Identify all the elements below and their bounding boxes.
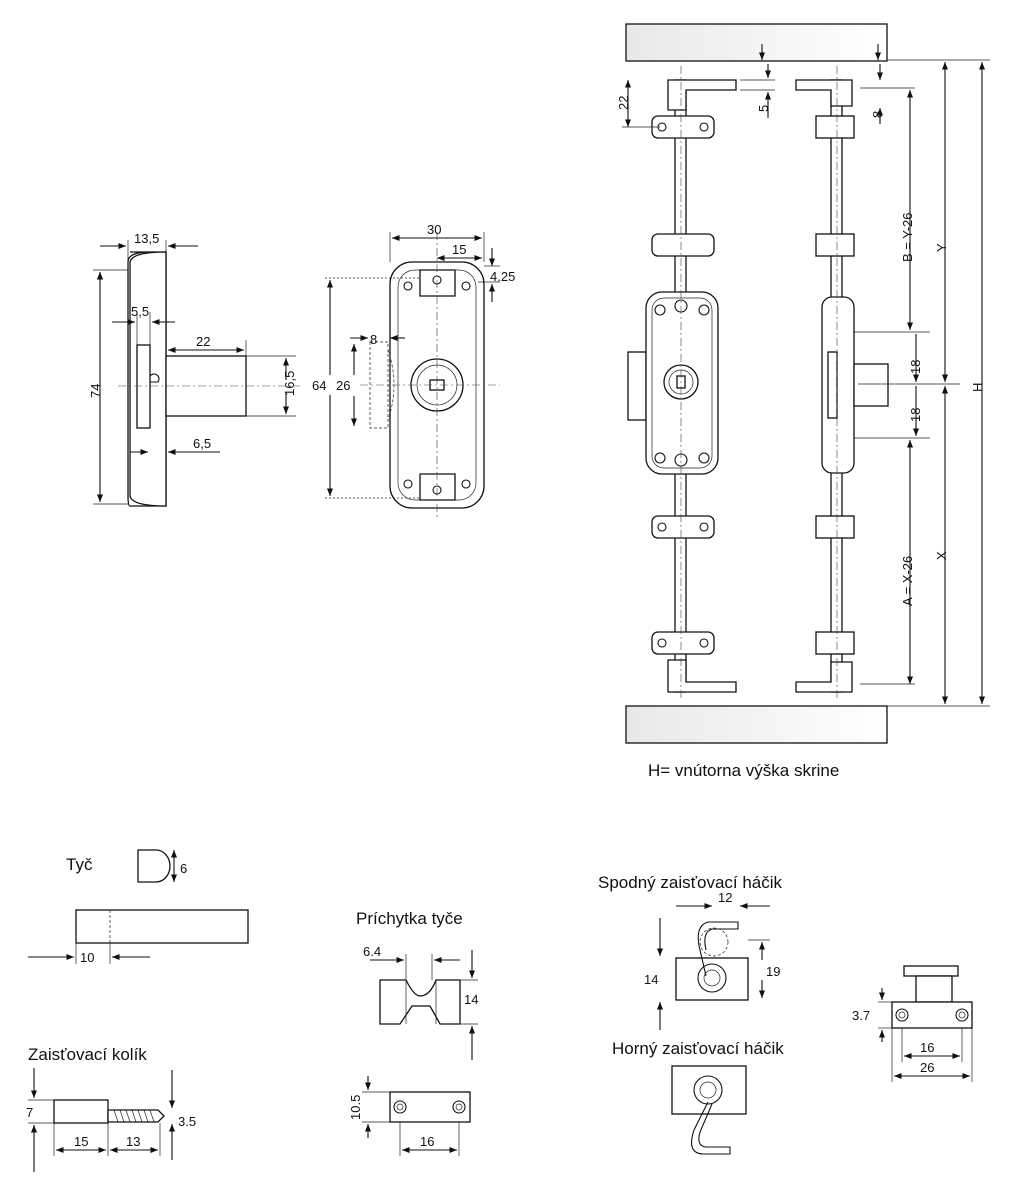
side-dim-16: 16 xyxy=(920,1040,934,1055)
rod-clip: Príchytka tyče 6.4 14 10.5 16 xyxy=(348,909,478,1156)
lock-side-view: 13,5 74 5,5 22 16,5 6,5 xyxy=(88,231,300,507)
height-note: H= vnútorna výška skrine xyxy=(648,761,839,780)
rod-dim-6: 6 xyxy=(180,861,187,876)
top-hook xyxy=(691,1101,731,1155)
rod-assembly: 22 5 8 B = Y-26 18 18 A = X-26 Y X H xyxy=(616,23,990,744)
hook-dim-12: 12 xyxy=(718,890,732,905)
clip-dim-10-5: 10.5 xyxy=(348,1095,363,1120)
dim-h: H xyxy=(970,383,985,392)
dim-22: 22 xyxy=(196,334,210,349)
pin-dim-3-5: 3.5 xyxy=(178,1114,196,1129)
rod-profile xyxy=(137,849,171,883)
rod-clip-caption: Príchytka tyče xyxy=(356,909,463,928)
hooks: Spodný zaisťovací háčik 14 19 12 Horný z… xyxy=(598,873,973,1155)
top-shelf xyxy=(625,23,888,62)
dim-26: 26 xyxy=(336,378,350,393)
clip-top xyxy=(389,1091,471,1123)
lock-slot xyxy=(136,344,151,429)
dim-74: 74 xyxy=(88,384,103,398)
dim-6-5: 6,5 xyxy=(193,436,211,451)
clip-front xyxy=(379,979,461,1025)
pin-dim-7: 7 xyxy=(26,1105,33,1120)
clip-dim-6-4: 6.4 xyxy=(363,944,381,959)
rod-dim-10: 10 xyxy=(80,950,94,965)
dim-rod-8: 8 xyxy=(870,111,885,118)
hook-side-body xyxy=(891,1001,973,1029)
dim-y: Y xyxy=(934,243,949,252)
rod-caption: Tyč xyxy=(66,855,93,874)
dim-x: X xyxy=(934,551,949,560)
dim-a: A = X-26 xyxy=(900,556,915,606)
dim-64: 64 xyxy=(312,378,326,393)
clip-dim-16: 16 xyxy=(420,1134,434,1149)
side-dim-3-7: 3.7 xyxy=(852,1008,870,1023)
dim-rod-5: 5 xyxy=(756,105,771,112)
side-dim-26: 26 xyxy=(920,1060,934,1075)
lock-pin-caption: Zaisťovací kolík xyxy=(28,1045,147,1064)
pin-head xyxy=(53,1099,109,1124)
bottom-hook xyxy=(697,921,739,977)
bottom-hook-caption: Spodný zaisťovací háčik xyxy=(598,873,783,892)
pin-thread xyxy=(107,1109,165,1123)
hook-dim-14: 14 xyxy=(644,972,658,987)
lock-front-view: 30 15 4.25 8 64 26 xyxy=(312,222,515,520)
dim-18-top: 18 xyxy=(908,360,923,374)
bottom-hook-body xyxy=(675,957,749,1001)
dim-30: 30 xyxy=(427,222,441,237)
dim-18-bottom: 18 xyxy=(908,408,923,422)
lock-pin: Zaisťovací kolík 7 3.5 15 13 xyxy=(26,1045,196,1172)
dim-b: B = Y-26 xyxy=(900,212,915,262)
dim-5-5: 5,5 xyxy=(131,304,149,319)
top-hook-body xyxy=(671,1065,747,1115)
bottom-shelf xyxy=(625,705,888,744)
dim-13-5: 13,5 xyxy=(134,231,159,246)
pin-dim-13: 13 xyxy=(126,1134,140,1149)
dim-rod-22: 22 xyxy=(616,96,631,110)
pin-dim-15: 15 xyxy=(74,1134,88,1149)
rod-section: Tyč 6 10 xyxy=(28,849,249,965)
hook-dim-19: 19 xyxy=(766,964,780,979)
rod-bar xyxy=(75,909,249,944)
clip-dim-14: 14 xyxy=(464,992,478,1007)
dim-16-5: 16,5 xyxy=(282,371,297,396)
dim-4-25: 4.25 xyxy=(490,269,515,284)
dim-8: 8 xyxy=(370,332,377,347)
top-hook-caption: Horný zaisťovací háčik xyxy=(612,1039,784,1058)
dim-15: 15 xyxy=(452,242,466,257)
